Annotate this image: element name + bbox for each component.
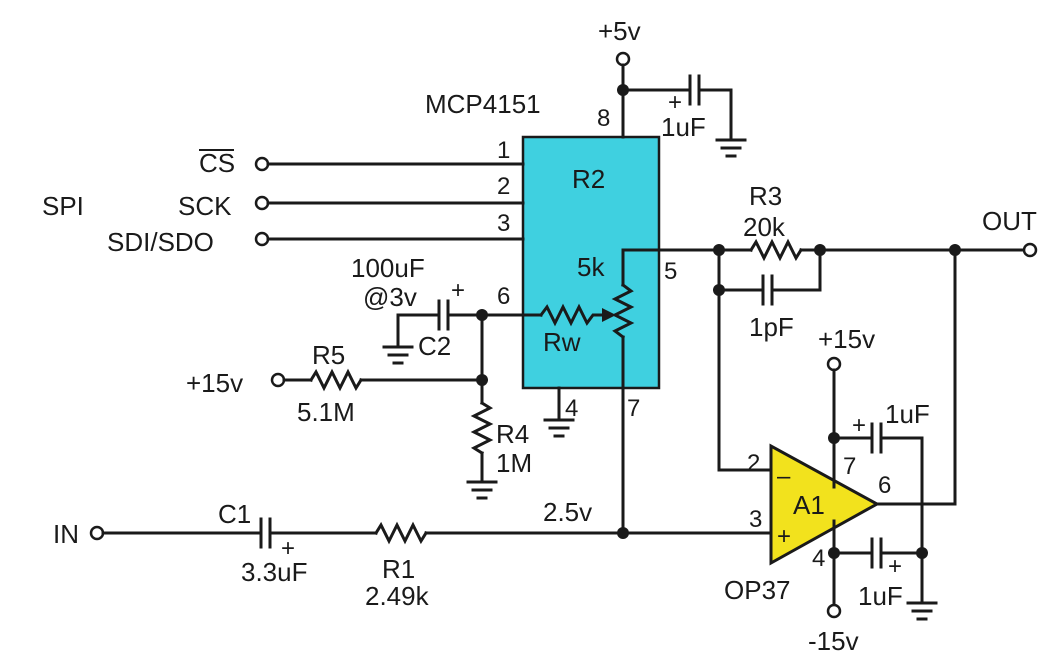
in-label: IN <box>53 519 79 549</box>
mcp4151-chip-body <box>521 135 661 390</box>
pin-2-label: 2 <box>497 173 510 200</box>
c1-value-label: 3.3uF <box>241 557 308 587</box>
opamp-pin4-label: 4 <box>812 545 825 572</box>
opamp-a1-body <box>769 443 881 566</box>
opamp-pin3-label: 3 <box>749 506 762 533</box>
r5-resistor-icon <box>308 368 364 392</box>
mid-voltage-label: 2.5v <box>543 497 592 527</box>
pot-value-label: 5k <box>577 252 605 282</box>
plus15v-opamp-terminal[interactable] <box>826 356 842 372</box>
r3-value-label: 20k <box>743 212 786 242</box>
pin-3-label: 3 <box>497 210 510 237</box>
r3-name-label: R3 <box>749 181 782 211</box>
plus5v-terminal[interactable] <box>615 51 631 67</box>
pot-resistor-icon <box>611 282 635 340</box>
spi-bus-label: SPI <box>42 191 84 221</box>
c2-value-label: 100uF <box>351 253 425 283</box>
c1-plus: + <box>281 535 295 562</box>
c2-wire-left <box>396 313 441 347</box>
c-fb-value-label: 1pF <box>749 312 794 342</box>
sck-terminal[interactable] <box>254 195 270 211</box>
junction-mid <box>617 527 629 539</box>
r3-resistor-icon <box>748 238 804 262</box>
ground-icon <box>382 345 414 365</box>
pin-1-label: 1 <box>497 137 510 164</box>
output-wire <box>875 248 957 506</box>
c-top-value: 1uF <box>661 112 706 142</box>
minus15v-terminal[interactable] <box>826 603 842 619</box>
plus15v-left-label: +15v <box>186 368 243 398</box>
sdi-sdo-terminal[interactable] <box>254 231 270 247</box>
c-fb-wire-right <box>770 248 822 292</box>
inverting-input-wire <box>717 248 773 472</box>
c-top-plus: + <box>668 89 682 116</box>
pin-7-label: 7 <box>627 395 640 422</box>
c2-plus: + <box>451 277 465 304</box>
c-pos-value-label: 1uF <box>885 399 930 429</box>
sdi-sdo-label: SDI/SDO <box>107 227 214 257</box>
r5-name-label: R5 <box>312 340 345 370</box>
opamp-name-label: A1 <box>793 490 825 520</box>
c2-name-label: C2 <box>418 331 451 361</box>
cs-label: CS <box>199 148 235 178</box>
r4-name-label: R4 <box>496 419 529 449</box>
opamp-plus-label: + <box>777 523 791 550</box>
plus5v-label: +5v <box>598 16 641 46</box>
pot-name-label: R2 <box>572 164 605 194</box>
pin-5-label: 5 <box>664 258 677 285</box>
pin-8-label: 8 <box>597 105 610 132</box>
opamp-pin2-label: 2 <box>747 450 760 477</box>
c-pos-plus: + <box>852 412 866 439</box>
junction-bias <box>476 374 488 386</box>
out-terminal[interactable] <box>1022 242 1038 258</box>
r5-value-label: 5.1M <box>297 397 355 427</box>
rw-resistor-icon <box>538 303 607 327</box>
r1-resistor-icon <box>373 521 429 545</box>
c-pos-wire-right <box>879 436 924 603</box>
opamp-pin7-label: 7 <box>843 453 856 480</box>
pin-6-label: 6 <box>497 283 510 310</box>
c-neg-plus: + <box>888 553 902 580</box>
c-top-wire-right <box>697 88 733 142</box>
in-terminal[interactable] <box>89 525 105 541</box>
minus15v-label: -15v <box>808 626 859 656</box>
wiper-arrow-icon <box>602 308 616 322</box>
r1-value-label: 2.49k <box>365 581 430 611</box>
junction-gnd-caps <box>916 547 928 559</box>
cs-terminal[interactable] <box>254 156 270 172</box>
ground-icon <box>466 480 498 500</box>
ground-icon <box>906 601 938 621</box>
r4-value-label: 1M <box>496 448 532 478</box>
c2-rating-label: @3v <box>363 282 417 312</box>
opamp-minus-label: – <box>777 463 791 490</box>
pin-4-label: 4 <box>565 395 578 422</box>
wiper-label: Rw <box>543 327 581 357</box>
opamp-pin6-label: 6 <box>878 472 891 499</box>
c1-name-label: C1 <box>218 499 251 529</box>
plus15v-opamp-label: +15v <box>818 324 875 354</box>
c-neg-value-label: 1uF <box>858 581 903 611</box>
ground-icon <box>543 418 575 438</box>
chip-name-label: MCP4151 <box>425 89 541 119</box>
ground-icon <box>715 138 747 158</box>
r4-resistor-icon <box>470 400 494 456</box>
sck-label: SCK <box>178 191 232 221</box>
junction-out <box>949 244 961 256</box>
opamp-part-label: OP37 <box>724 575 791 605</box>
r1-name-label: R1 <box>382 554 415 584</box>
out-label: OUT <box>982 206 1037 236</box>
plus15v-left-terminal[interactable] <box>270 372 286 388</box>
